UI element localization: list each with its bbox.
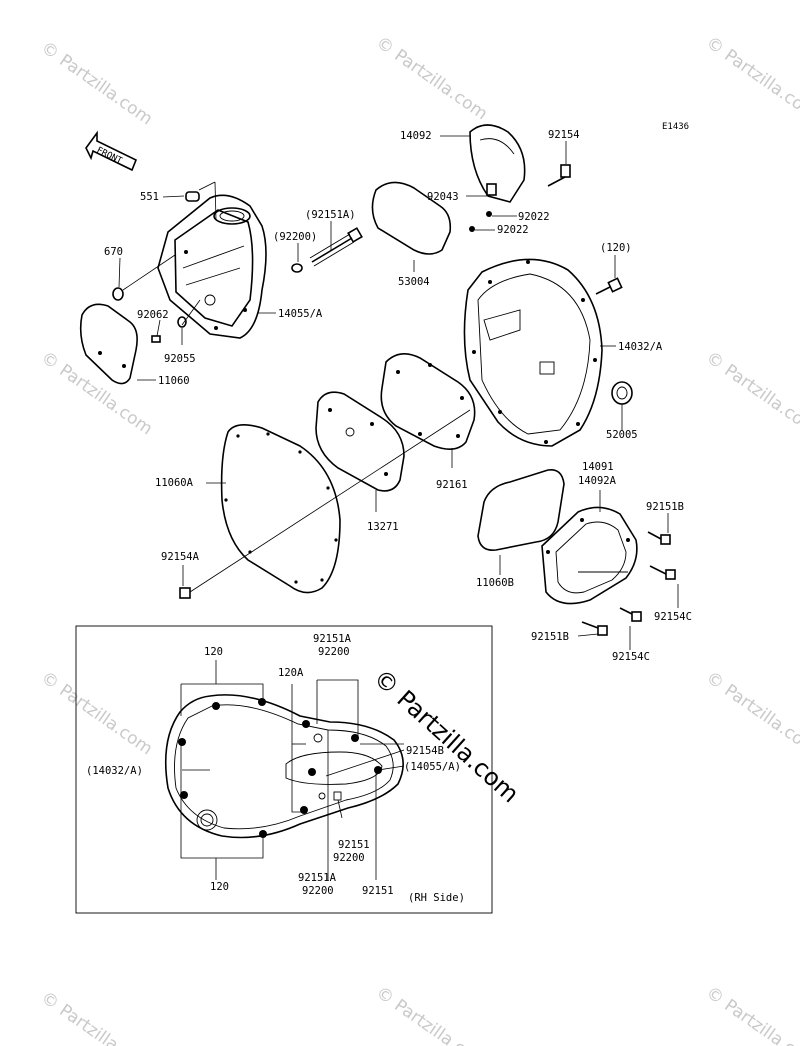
part-label-13271: 13271 — [367, 521, 399, 533]
leader-lines-upper-left — [118, 181, 332, 381]
gasket-icon — [79, 303, 138, 385]
pin-icon — [151, 335, 161, 343]
part-label-14092: 14092 — [400, 130, 432, 142]
part-label-52005: 52005 — [606, 429, 638, 441]
part-label-120-top: (120) — [600, 242, 632, 254]
inset-caption: (RH Side) — [408, 892, 465, 904]
front-label: FRONT — [95, 146, 124, 167]
part-label-92154C-bottom: 92154C — [612, 651, 650, 663]
front-arrow-icon: FRONT — [85, 130, 138, 172]
watermark: © Partzilla.com — [37, 668, 156, 760]
washer-icon — [291, 263, 303, 273]
part-label-92154: 92154 — [548, 129, 580, 141]
o-ring-small-icon — [177, 316, 187, 328]
plate-53004-icon — [371, 181, 452, 255]
o-ring-icon — [112, 287, 124, 301]
inset-label-92151-bottom: 92151 — [362, 885, 394, 897]
gasket-11060B-icon — [477, 468, 565, 552]
plate-13271-icon — [315, 391, 405, 492]
part-label-92151B-right: 92151B — [646, 501, 684, 513]
leader-lines-upper-middle — [413, 135, 567, 272]
inset-label-120A: 120A — [278, 667, 304, 679]
watermark: © Partzilla.com — [702, 33, 800, 125]
inset-label-92200-top: 92200 — [318, 646, 350, 658]
watermark: © Partzilla.com — [702, 348, 800, 440]
part-label-92055: 92055 — [164, 353, 196, 365]
bolt-92154A-icon — [179, 409, 471, 599]
part-label-92161: 92161 — [436, 479, 468, 491]
center-watermark: © Partzilla.com — [368, 664, 524, 809]
side-cover-icon — [541, 506, 638, 605]
part-label-92154C-right: 92154C — [654, 611, 692, 623]
inset-label-92200-mid: 92200 — [333, 852, 365, 864]
gasket-92161-icon — [380, 353, 476, 450]
part-label-92151A-top: (92151A) — [305, 209, 356, 221]
leader-lines-right — [600, 255, 623, 430]
part-label-14055A: 14055/A — [278, 308, 323, 320]
watermark: © Partzilla.com — [372, 983, 491, 1046]
leader-lines-lower-right — [499, 490, 679, 650]
inset-label-92151-mid: 92151 — [338, 839, 370, 851]
rh-side-inset — [75, 625, 493, 914]
inset-label-120-top: 120 — [204, 646, 223, 658]
watermark: © Partzilla.com — [37, 988, 156, 1046]
cap-cover-icon — [469, 124, 526, 203]
part-label-551: 551 — [140, 191, 159, 203]
washer-small-icon — [486, 211, 492, 217]
part-label-92154A: 92154A — [161, 551, 200, 563]
part-label-92022-a: 92022 — [518, 211, 550, 223]
inset-label-92151A-bottom: 92151A — [298, 872, 337, 884]
inner-cover-icon — [157, 194, 267, 339]
part-label-92022-b: 92022 — [497, 224, 529, 236]
watermark: © Partzilla.com — [702, 983, 800, 1046]
part-label-14032A: 14032/A — [618, 341, 663, 353]
inset-border — [75, 625, 493, 914]
part-label-92200-top: (92200) — [273, 231, 317, 243]
inset-label-92154B: 92154B — [406, 745, 444, 757]
watermark: © Partzilla.com — [37, 38, 156, 130]
part-label-11060B: 11060B — [476, 577, 514, 589]
part-label-670: 670 — [104, 246, 123, 258]
washer-small-icon — [469, 226, 475, 232]
oil-seal-icon — [611, 381, 633, 405]
diagram-id: E1436 — [662, 122, 689, 132]
watermark: © Partzilla.com — [37, 348, 156, 440]
part-label-92151B-bottom: 92151B — [531, 631, 569, 643]
bolt-120-icon — [595, 277, 623, 295]
part-label-53004: 53004 — [398, 276, 430, 288]
inset-label-92200-bottom: 92200 — [302, 885, 334, 897]
part-label-92062: 92062 — [137, 309, 169, 321]
inset-label-14055A: (14055/A) — [404, 761, 461, 773]
watermark: © Partzilla.com — [702, 668, 800, 760]
inset-label-92151A-top: 92151A — [313, 633, 352, 645]
part-label-92043: 92043 — [427, 191, 459, 203]
dowel-pin-icon — [185, 191, 200, 202]
part-label-14092A: 14092A — [578, 475, 617, 487]
screw-icon — [547, 164, 571, 187]
inset-label-120-bottom: 120 — [210, 881, 229, 893]
watermark: © Partzilla.com — [372, 33, 491, 125]
outer-cover-icon — [463, 258, 603, 447]
part-label-11060: 11060 — [158, 375, 190, 387]
inset-label-14032A: (14032/A) — [86, 765, 143, 777]
bolt-group-icon — [581, 531, 676, 636]
bolt-icon — [309, 227, 363, 267]
part-label-14091: 14091 — [582, 461, 614, 473]
leader-lines-middle — [182, 448, 453, 586]
part-label-11060A: 11060A — [155, 477, 194, 489]
